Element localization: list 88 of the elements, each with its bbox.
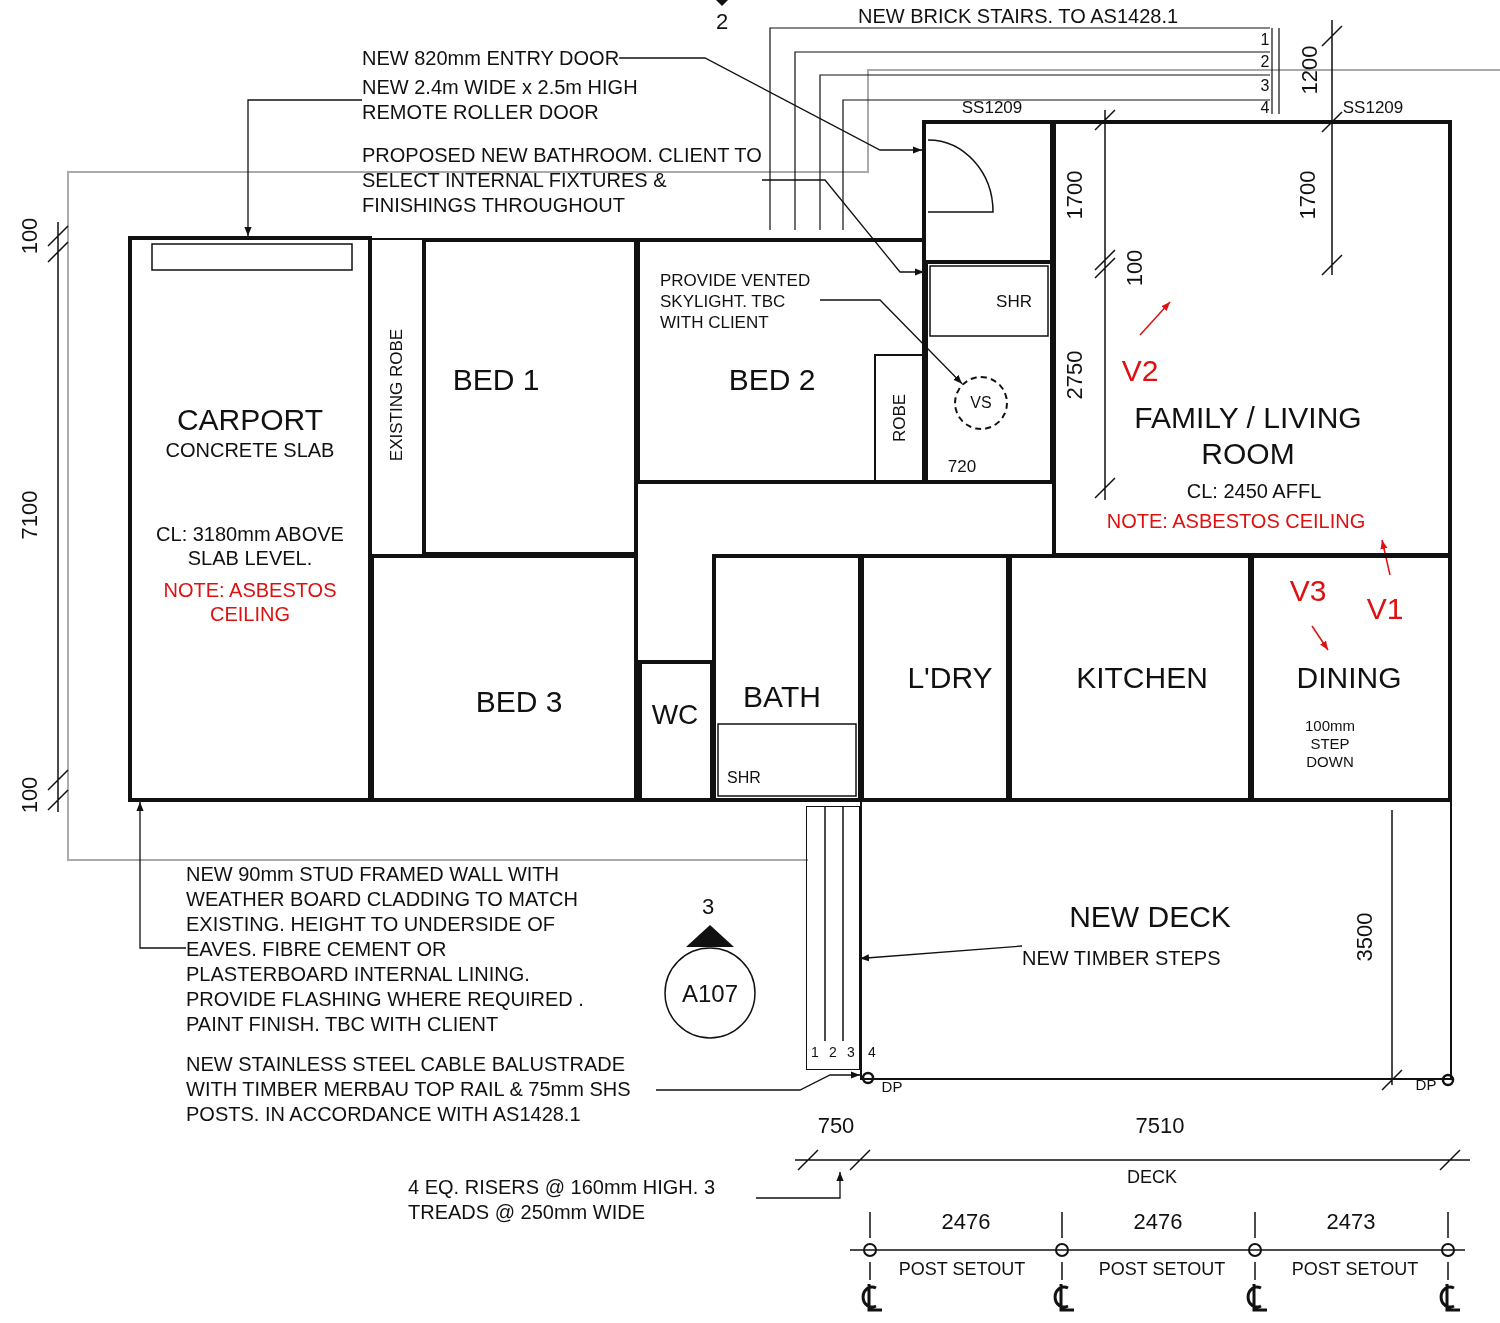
kitchen-outline [1008,554,1252,802]
dimension-text: 2750 [1062,350,1088,400]
leader-line [244,99,363,237]
view-marker-label: V2 [1121,353,1159,387]
room-note: NOTE: ASBESTOS CEILING [162,578,338,626]
sheet-reference: A107 [681,979,739,1009]
living-room-outline [1052,120,1452,557]
room-name: ROBE [889,393,910,443]
shower-label: SHR [995,291,1033,313]
callout-note: NEW TIMBER STEPS [1022,946,1221,971]
callout-note: 4 EQ. RISERS @ 160mm HIGH. 3 TREADS @ 250mm WIDE [408,1175,756,1225]
deck-outline [860,800,1452,1080]
callout-note: NEW 2.4m WIDE x 2.5m HIGH REMOTE ROLLER DOOR [362,75,684,125]
carport-outline [128,236,372,802]
room-name: BATH [742,679,822,715]
leader-line [761,179,925,276]
dimension-text: 1700 [1062,170,1088,220]
dimension-caption: POST SETOUT [898,1260,1026,1280]
dimension-text: 720 [947,457,977,477]
leader-line [136,801,187,949]
view-marker-label: V3 [1289,573,1327,607]
step-number: 2 [1260,53,1270,71]
room-name: L'DRY [906,660,994,696]
window-tag: SS1209 [1342,98,1404,118]
bedroom-outline [636,238,926,484]
dimension-text: 2476 [941,1209,991,1235]
step-number: 3 [1260,77,1270,95]
step-number: 2 [829,1045,837,1061]
dimension-caption: POST SETOUT [1098,1260,1226,1280]
leader-line [618,57,923,154]
dimension-caption: POST SETOUT [1291,1260,1419,1280]
downpipe-label: DP [881,1078,903,1096]
dimension-caption: DECK [1127,1168,1177,1188]
room-note: CONCRETE SLAB [164,438,336,462]
dimension-text: 2476 [1133,1209,1183,1235]
leader-line [819,299,963,385]
leader-line [859,945,1023,962]
dimension-text: 100 [1122,249,1148,287]
section-number: 3 [701,893,715,921]
dimension-text: 2473 [1326,1209,1376,1235]
room-name: DINING [1295,660,1403,696]
callout-note: PROVIDE VENTED SKYLIGHT. TBC WITH CLIENT [660,270,820,333]
room-name: KITCHEN [1075,660,1209,696]
section-number: 2 [715,9,729,35]
room-name: BED 3 [474,684,564,720]
room-note: CL: 2450 AFFL [1185,479,1323,503]
dining-outline [1250,554,1452,802]
steps-drawing [806,806,860,1070]
step-number: 1 [1260,31,1270,49]
room-name: NEW DECK [1068,899,1232,935]
wc-outline [638,660,714,802]
step-number: 3 [847,1045,855,1061]
callout-note: PROPOSED NEW BATHROOM. CLIENT TO SELECT INTERNAL FIXTURES & FINISHINGS THROUGHOUT [362,143,762,218]
leader-line [655,1071,861,1091]
dimension-text: 1200 [1297,45,1323,95]
room-name: WC [650,698,700,732]
view-marker-label: V1 [1366,591,1404,625]
step-number: 4 [868,1045,876,1061]
dimension-text: 3500 [1352,912,1378,962]
room-note: NOTE: ASBESTOS CEILING [1105,509,1367,533]
step-number: 1 [811,1045,819,1061]
callout-note: NEW 90mm STUD FRAMED WALL WITH WEATHER BOARD CLADDING TO MATCH EXISTING. HEIGHT TO UNDERSIDE OF EAVES. FIBRE CEMENT OR PLASTERBOARD INTERNAL LINING. PROVIDE FLASHING WHERE REQUIRED . PAINT FINISH. TBC WITH CLIENT [186,862,601,1037]
skylight-symbol: VS [954,376,1008,430]
stairs-note: NEW BRICK STAIRS. TO AS1428.1 [857,5,1179,27]
dimension-text: 7100 [17,490,43,540]
downpipe-label: DP [1415,1076,1437,1094]
shower-label: SHR [726,768,762,788]
room-note: CL: 3180mm ABOVE SLAB LEVEL. [155,522,345,570]
callout-note: NEW STAINLESS STEEL CABLE BALUSTRADE WITH TIMBER MERBAU TOP RAIL & 75mm SHS POSTS. IN ACCORDANCE WITH AS1428.1 [186,1052,656,1127]
room-name: BED 1 [451,362,541,398]
dimension-text: 1700 [1295,170,1321,220]
room-name: EXISTING ROBE [386,328,407,462]
leader-line [755,1171,844,1199]
room-name: FAMILY / LIVING ROOM [1133,400,1363,472]
dimension-text: 7510 [1135,1113,1185,1139]
room-name: BED 2 [727,362,817,398]
window-tag: SS1209 [961,98,1023,118]
laundry-outline [860,554,1010,802]
bedroom-outline [370,554,638,802]
step-number: 4 [1260,99,1270,117]
room-name: CARPORT [175,402,325,438]
bathroom-outline [712,554,862,802]
callout-note: NEW 820mm ENTRY DOOR [362,46,620,71]
bedroom-outline [422,238,638,556]
dimension-text: 100 [17,217,43,255]
dimension-text: 750 [817,1113,855,1139]
dimension-text: 100 [17,776,43,814]
room-note: 100mm STEP DOWN [1304,717,1356,771]
